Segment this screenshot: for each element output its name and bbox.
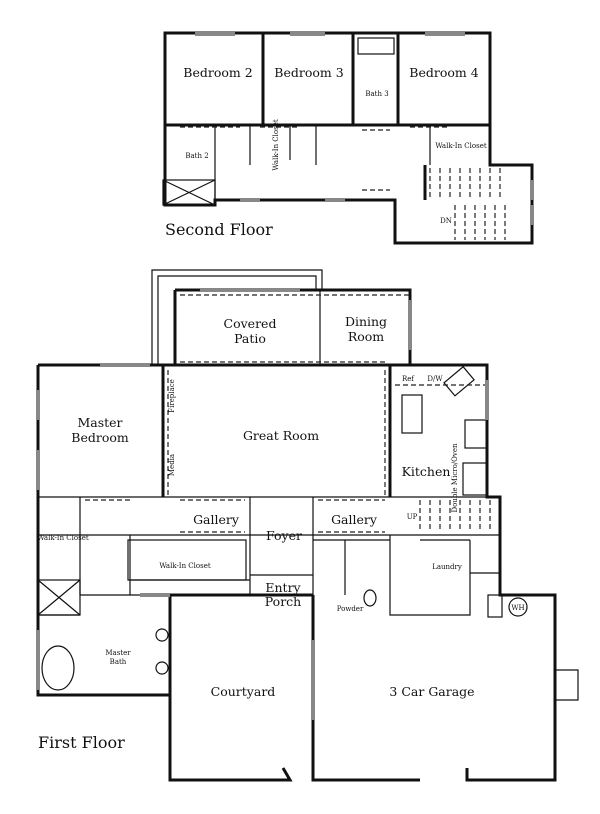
room-label-dining-room-1: Dining xyxy=(345,314,387,329)
floor-title-first: First Floor xyxy=(38,733,125,752)
second-floor-labels: Bedroom 2 Bedroom 3 Bedroom 4 Bath 3 Bat… xyxy=(165,65,487,239)
second-floor-plan xyxy=(162,31,534,245)
room-label-laundry: Laundry xyxy=(432,563,462,571)
room-label-walk-in-closet-b: Walk-In Closet xyxy=(435,142,487,150)
room-label-master-bath-1: Master xyxy=(105,649,131,657)
room-label-covered-patio-1: Covered xyxy=(224,316,277,331)
label-ref: Ref xyxy=(402,375,415,383)
stair-label-dn: DN xyxy=(440,217,452,225)
stair-label-up: UP xyxy=(407,513,418,521)
room-label-master-bedroom-1: Master xyxy=(77,415,122,430)
first-floor-plan xyxy=(36,269,579,782)
room-label-gallery-left: Gallery xyxy=(193,512,240,527)
room-label-bedroom-3: Bedroom 3 xyxy=(274,65,343,80)
room-label-powder: Powder xyxy=(337,605,364,613)
room-label-dining-room-2: Room xyxy=(348,329,384,344)
floor-title-second: Second Floor xyxy=(165,220,273,239)
room-label-3-car-garage: 3 Car Garage xyxy=(389,684,474,699)
room-label-master-bath-2: Bath xyxy=(110,658,127,666)
room-label-bedroom-2: Bedroom 2 xyxy=(183,65,252,80)
room-label-master-bedroom-2: Bedroom xyxy=(71,430,129,445)
room-label-gallery-right: Gallery xyxy=(331,512,378,527)
room-label-walk-in-closet-a: Walk-In Closet xyxy=(272,119,280,171)
label-water-heater: WH xyxy=(511,604,524,612)
room-label-bath-3: Bath 3 xyxy=(365,90,388,98)
room-label-courtyard: Courtyard xyxy=(211,684,276,699)
room-label-entry-porch-2: Porch xyxy=(265,594,301,609)
room-label-great-room: Great Room xyxy=(243,428,319,443)
room-label-entry-porch-1: Entry xyxy=(265,580,301,595)
room-label-walk-in-closet-left: Walk-In Closet xyxy=(37,534,89,542)
label-dw: D/W xyxy=(427,375,443,383)
room-label-kitchen: Kitchen xyxy=(402,464,451,479)
room-label-bedroom-4: Bedroom 4 xyxy=(409,65,478,80)
room-label-foyer: Foyer xyxy=(266,528,302,543)
room-label-walk-in-closet-center: Walk-In Closet xyxy=(159,562,211,570)
label-media: Media xyxy=(168,454,176,476)
first-floor-labels: Covered Patio Dining Room Master Bedroom… xyxy=(37,314,524,752)
label-fireplace: Fireplace xyxy=(168,379,176,413)
room-label-covered-patio-2: Patio xyxy=(234,331,266,346)
label-double-micro-oven: Double Micro/Oven xyxy=(451,443,459,513)
room-label-bath-2: Bath 2 xyxy=(185,152,208,160)
